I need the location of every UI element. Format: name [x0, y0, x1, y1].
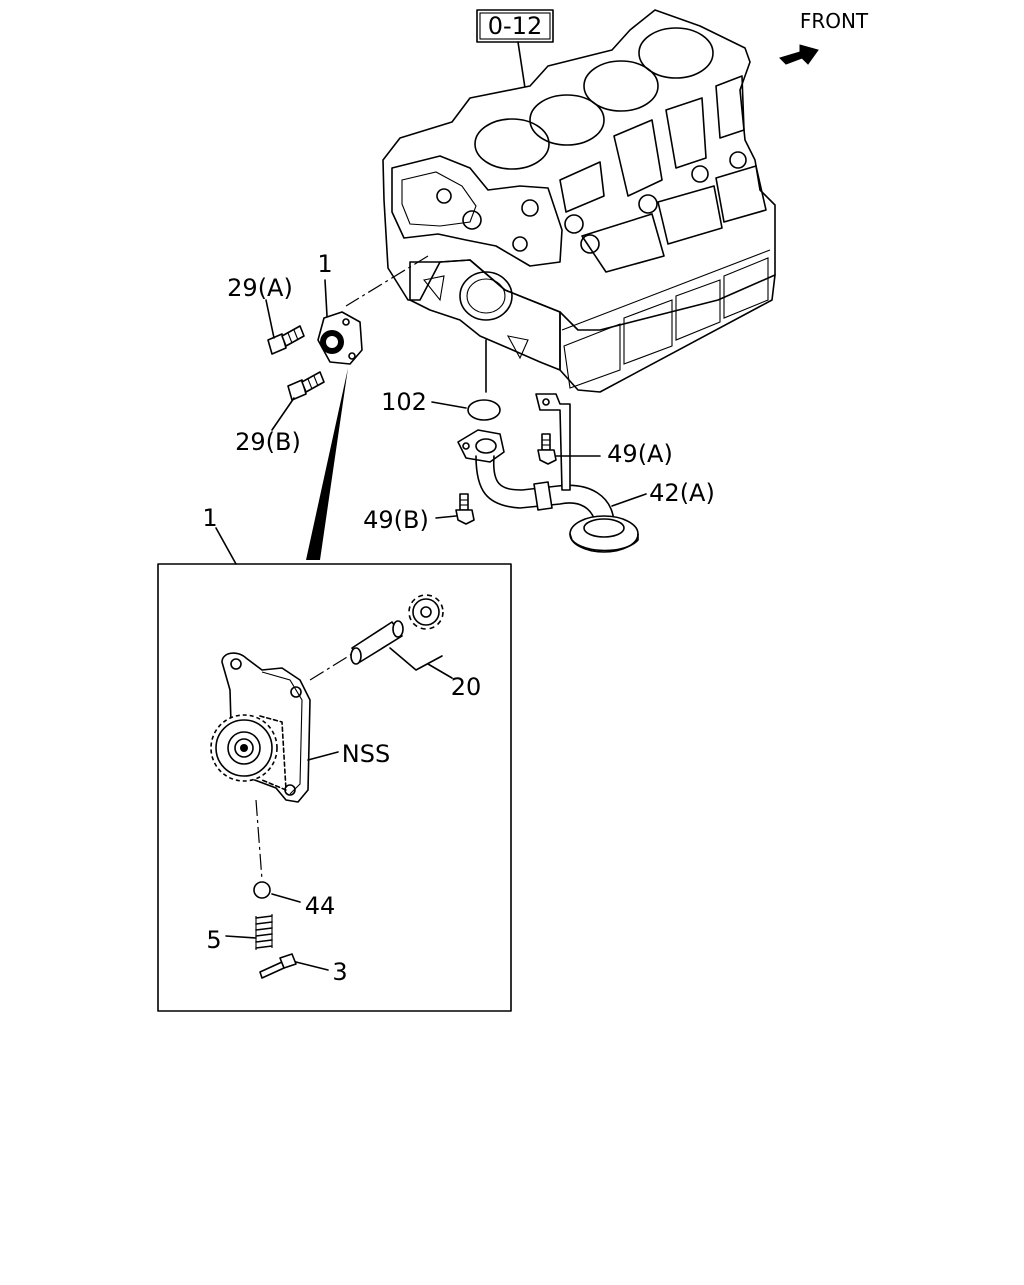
pump-shaft-20[interactable]: [350, 620, 404, 665]
pump-mount-centerline: [345, 255, 429, 307]
callout-42a[interactable]: 42(A): [649, 479, 715, 507]
callout-29b-leader: [271, 397, 295, 431]
callout-20-bracket: [389, 647, 443, 671]
detail-box: [157, 563, 512, 1012]
bolt-29a[interactable]: [267, 325, 305, 355]
reference-leader: [517, 41, 526, 89]
callout-29a[interactable]: 29(A): [227, 274, 293, 302]
front-arrow-icon: [779, 44, 819, 65]
cylinder-block: [382, 9, 776, 393]
callout-102[interactable]: 102: [381, 388, 427, 416]
callout-nss-leader: [307, 751, 339, 761]
bolt-49a[interactable]: [537, 433, 557, 465]
callout-49a[interactable]: 49(A): [607, 440, 673, 468]
front-label: FRONT: [800, 9, 869, 33]
callout-29a-leader: [265, 299, 275, 339]
relief-plug-3[interactable]: [259, 953, 297, 979]
reference-box-label: 0-12: [488, 12, 542, 40]
callout-102-leader: [431, 401, 467, 409]
detail-pointer-arrow: [306, 368, 348, 560]
bolt-49b[interactable]: [455, 493, 475, 525]
relief-centerline: [255, 799, 263, 881]
relief-spring-5[interactable]: [255, 914, 273, 950]
callout-20[interactable]: 20: [451, 673, 482, 701]
oring-102[interactable]: [467, 399, 501, 421]
callout-5-leader: [225, 935, 257, 939]
pump-gear-20[interactable]: [408, 594, 444, 630]
callout-5[interactable]: 5: [206, 926, 221, 954]
callout-29b[interactable]: 29(B): [235, 428, 301, 456]
callout-nss[interactable]: NSS: [342, 740, 390, 768]
callout-44[interactable]: 44: [305, 892, 336, 920]
oil-pump-small[interactable]: [317, 311, 363, 365]
oil-strainer-42a[interactable]: [457, 393, 639, 553]
relief-ball-44[interactable]: [253, 881, 271, 899]
callout-3-leader: [295, 961, 329, 971]
bolt-29b[interactable]: [287, 371, 325, 401]
callout-44-leader: [271, 893, 301, 903]
callout-1-detail[interactable]: 1: [202, 504, 217, 532]
pump-drive-gear[interactable]: [210, 714, 287, 791]
callout-42a-leader: [611, 493, 647, 507]
shaft-centerline: [309, 653, 353, 681]
callout-20-leader: [427, 663, 453, 679]
callout-49b-leader: [435, 515, 457, 519]
callout-1-top[interactable]: 1: [317, 250, 332, 278]
callout-49b[interactable]: 49(B): [363, 506, 429, 534]
callout-1-leader-top: [324, 279, 328, 317]
callout-1-detail-leader: [215, 527, 237, 565]
callout-3[interactable]: 3: [332, 958, 347, 986]
reference-box[interactable]: 0-12: [476, 9, 554, 43]
